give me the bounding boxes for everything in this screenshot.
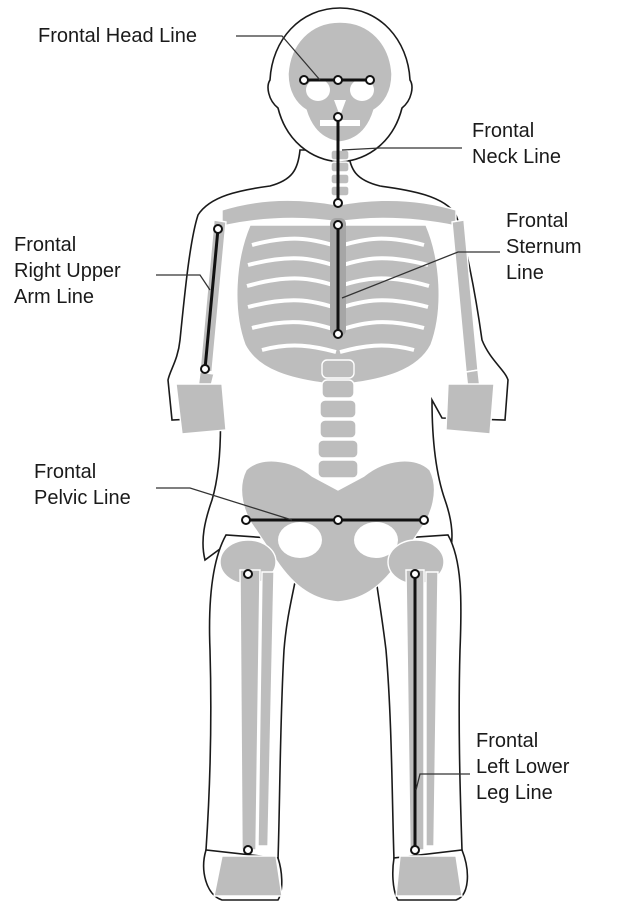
head-line-label: Frontal Head Line	[38, 23, 197, 49]
sternum-line-label: Frontal Sternum Line	[506, 208, 582, 286]
pelvic-line-label: Frontal Pelvic Line	[34, 459, 131, 511]
lower-leg-line-label: Frontal Left Lower Leg Line	[476, 728, 569, 806]
neck-line-label: Frontal Neck Line	[472, 118, 561, 170]
upper-arm-line-label: Frontal Right Upper Arm Line	[14, 232, 121, 310]
